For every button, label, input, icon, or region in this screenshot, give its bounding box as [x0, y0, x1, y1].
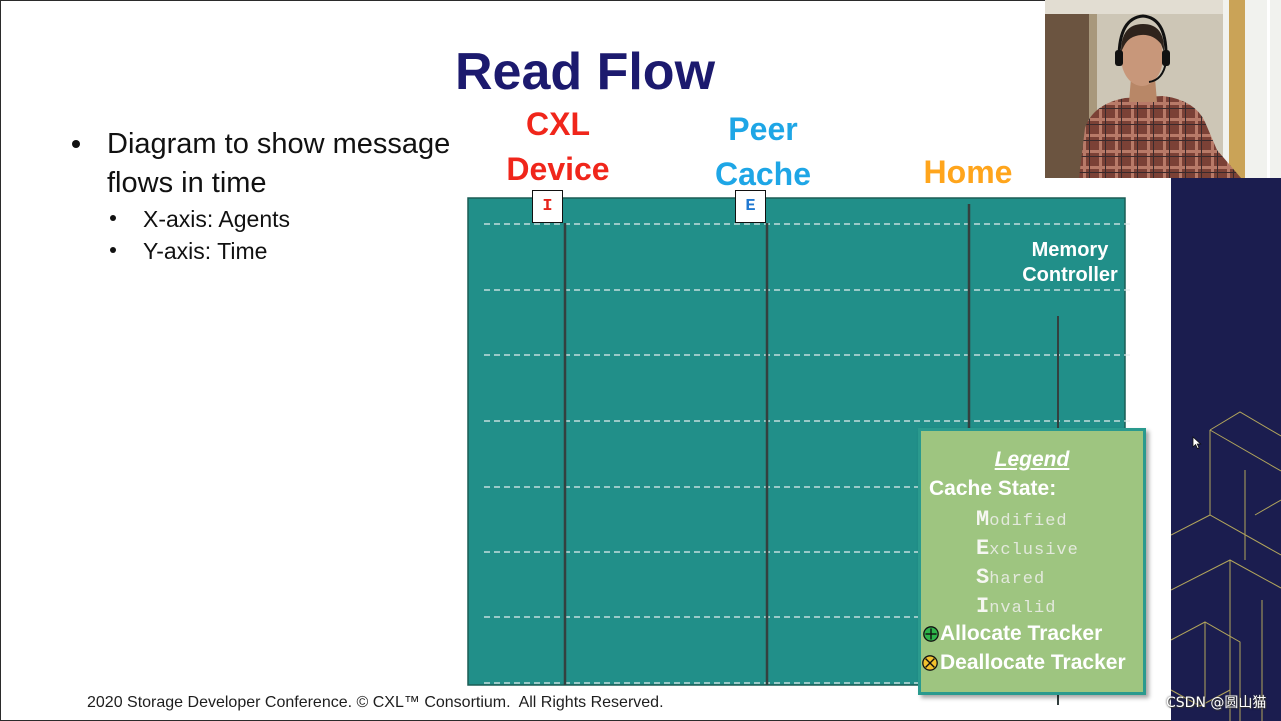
cache-state-rest: odified — [989, 512, 1068, 531]
cache-state-box-peer-cache: E — [735, 190, 766, 223]
agent-header-cxl-device: CXL Device — [506, 106, 610, 187]
watermark: CSDN @圆山猫 — [1166, 695, 1267, 711]
cache-state-initial: E — [976, 536, 990, 561]
sub-bullet-x-axis: X-axis: Agents — [143, 206, 291, 232]
sub-bullet-marker — [110, 215, 116, 221]
agent-header-home: Home — [923, 154, 1013, 190]
cube-line — [1171, 689, 1231, 707]
legend-box: Legend Cache State: Modified Exclusive S… — [918, 428, 1146, 695]
headset-earpiece-left — [1115, 50, 1123, 66]
cache-state-initial: I — [976, 594, 990, 619]
cube-line — [1209, 429, 1281, 472]
webcam-door-frame — [1089, 0, 1097, 178]
presenter-hair — [1121, 24, 1165, 52]
cache-state-initial: S — [976, 565, 990, 590]
legend-deallocate-tracker: Deallocate Tracker — [940, 651, 1126, 674]
cache-state-modified: Modified — [976, 508, 1068, 534]
cache-state-rest: hared — [989, 570, 1046, 589]
circled-x-icon — [922, 655, 938, 671]
presenter-face — [1121, 28, 1163, 86]
cache-state-exclusive: Exclusive — [976, 537, 1079, 563]
side-decor-panel — [1171, 178, 1281, 721]
bullet-marker — [72, 140, 80, 148]
presenter-webcam-video — [1045, 0, 1281, 178]
legend-cache-state-heading: Cache State: — [929, 477, 1057, 500]
legend-allocate-tracker: Allocate Tracker — [940, 622, 1103, 645]
agent-header-peer-cache: Peer Cache — [714, 111, 812, 192]
circled-plus-icon — [923, 626, 939, 642]
slide-title: Read Flow — [454, 43, 716, 101]
mouse-cursor-icon — [1192, 436, 1202, 450]
webcam-curtain — [1229, 0, 1245, 178]
cache-state-box-cxl-device: I — [532, 190, 563, 223]
sub-bullet-y-axis: Y-axis: Time — [143, 238, 268, 264]
cube-line — [1171, 621, 1241, 721]
cube-line — [1209, 411, 1281, 437]
webcam-door — [1045, 0, 1089, 178]
cube-line — [1171, 559, 1281, 591]
cursor-arrow — [1192, 436, 1202, 450]
webcam-window-frame — [1267, 0, 1270, 178]
cache-state-shared: Shared — [976, 566, 1045, 592]
cache-state-rest: nvalid — [989, 599, 1057, 618]
headset-band — [1117, 14, 1168, 59]
cube-line — [1171, 514, 1281, 556]
memory-controller-label: Memory Controller — [1022, 239, 1118, 286]
headset-earpiece-right — [1162, 50, 1170, 66]
cube-line — [1254, 499, 1281, 516]
bullet-text: Diagram to show message flows in time — [107, 128, 451, 199]
legend-title: Legend — [994, 448, 1070, 471]
cache-state-initial: M — [976, 507, 990, 532]
webcam-ceiling — [1045, 0, 1281, 14]
sub-bullet-marker — [110, 247, 116, 253]
slide-footer: 2020 Storage Developer Conference. © CXL… — [87, 694, 664, 711]
cache-state-rest: xclusive — [989, 541, 1079, 560]
deallocate-icon-x-b — [925, 658, 935, 668]
isometric-cube-pattern — [1171, 411, 1281, 721]
cache-state-invalid: Invalid — [976, 595, 1056, 621]
headset-microphone — [1148, 61, 1167, 83]
presenter-shirt — [1079, 96, 1241, 178]
